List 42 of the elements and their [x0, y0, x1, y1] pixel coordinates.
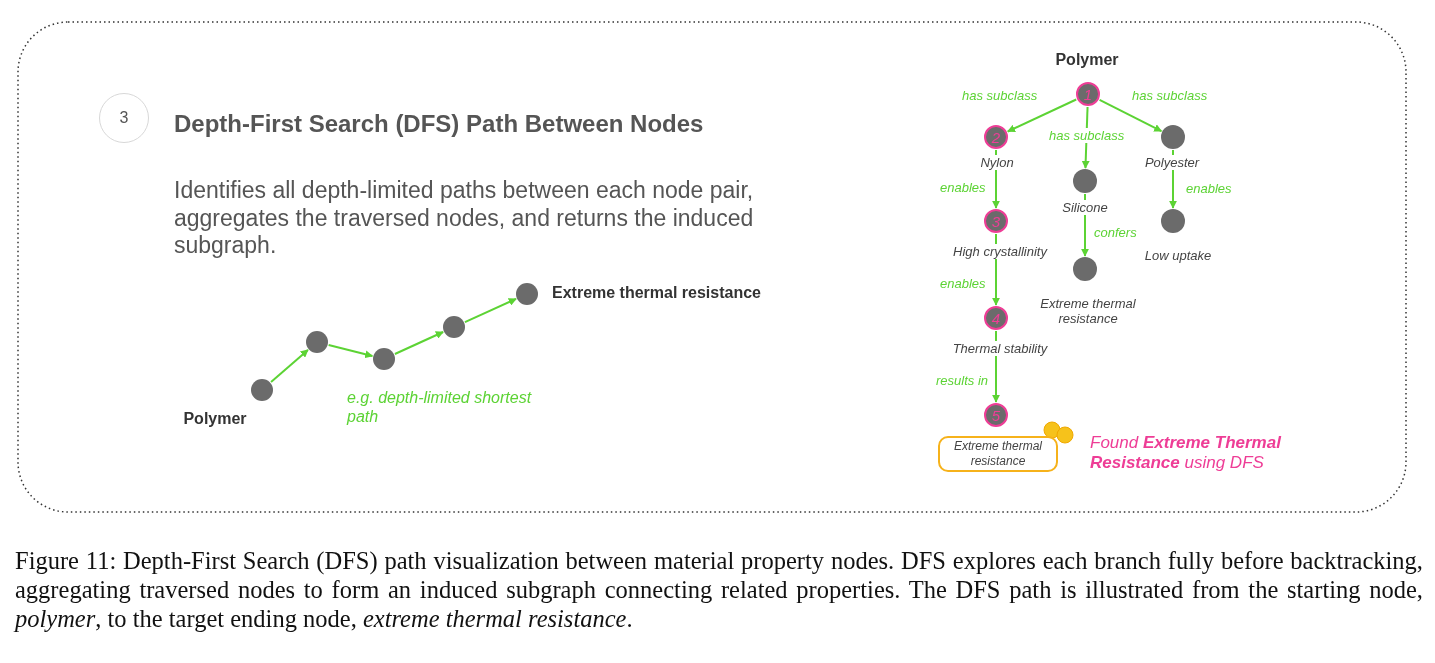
graph-node: [1161, 209, 1185, 233]
graph-node: [306, 331, 328, 353]
result-note: Found Extreme Thermal Resistance using DFS: [1090, 433, 1283, 474]
arrow: [393, 331, 445, 355]
node-label: Polymer: [1053, 51, 1121, 69]
edge-label: results in: [934, 373, 991, 388]
node-label: Nylon: [978, 155, 1016, 170]
edge-label: has subclass: [1047, 128, 1127, 143]
node-label: Polymer: [181, 410, 249, 428]
description-text: Identifies all depth-limited paths between each node pair, aggregates the traversed nodes, and returns the induced subgraph.: [174, 177, 755, 260]
graph-node: [516, 283, 538, 305]
edge-label: has subclass: [1130, 88, 1210, 103]
node-label: Silicone: [1060, 200, 1110, 215]
arrow: [1006, 98, 1078, 133]
node-label: High crystallinity: [951, 244, 1049, 259]
edge-label: enables: [1184, 181, 1234, 196]
graph-node: [1161, 125, 1185, 149]
edge-label: enables: [938, 276, 988, 291]
graph-node: [443, 316, 465, 338]
graph-node: [1073, 169, 1097, 193]
edge-label: confers: [1092, 225, 1139, 240]
graph-node: [373, 348, 395, 370]
figure-caption: Figure 11: Depth-First Search (DFS) path visualization between material property nodes. DFS explores each branch fully before backtracking, aggregating traversed nodes to form an induced subgraph connecting related properties. The DFS path is illustrated from the starting node, polymer, to the target ending node, extreme thermal resistance.: [15, 546, 1423, 633]
arrow: [1098, 98, 1163, 133]
numbered-node: 3: [984, 209, 1008, 233]
numbered-node: 2: [984, 125, 1008, 149]
graph-node: [251, 379, 273, 401]
result-box: Extreme thermal resistance: [938, 436, 1058, 472]
heading: Depth-First Search (DFS) Path Between Nodes: [174, 110, 704, 138]
arrow: [463, 297, 518, 324]
arrow: [327, 343, 374, 359]
numbered-node: 1: [1076, 82, 1100, 106]
numbered-node: 4: [984, 306, 1008, 330]
numbered-node: 5: [984, 403, 1008, 427]
arrow: [270, 348, 309, 384]
node-label: Low uptake: [1142, 248, 1214, 263]
step-number: 3: [99, 93, 149, 143]
annotation-text: e.g. depth-limited shortest path: [347, 388, 533, 427]
edge-label: enables: [938, 180, 988, 195]
edge-label: has subclass: [960, 88, 1040, 103]
node-label: Polyester: [1142, 155, 1202, 170]
graph-node: [1073, 257, 1097, 281]
